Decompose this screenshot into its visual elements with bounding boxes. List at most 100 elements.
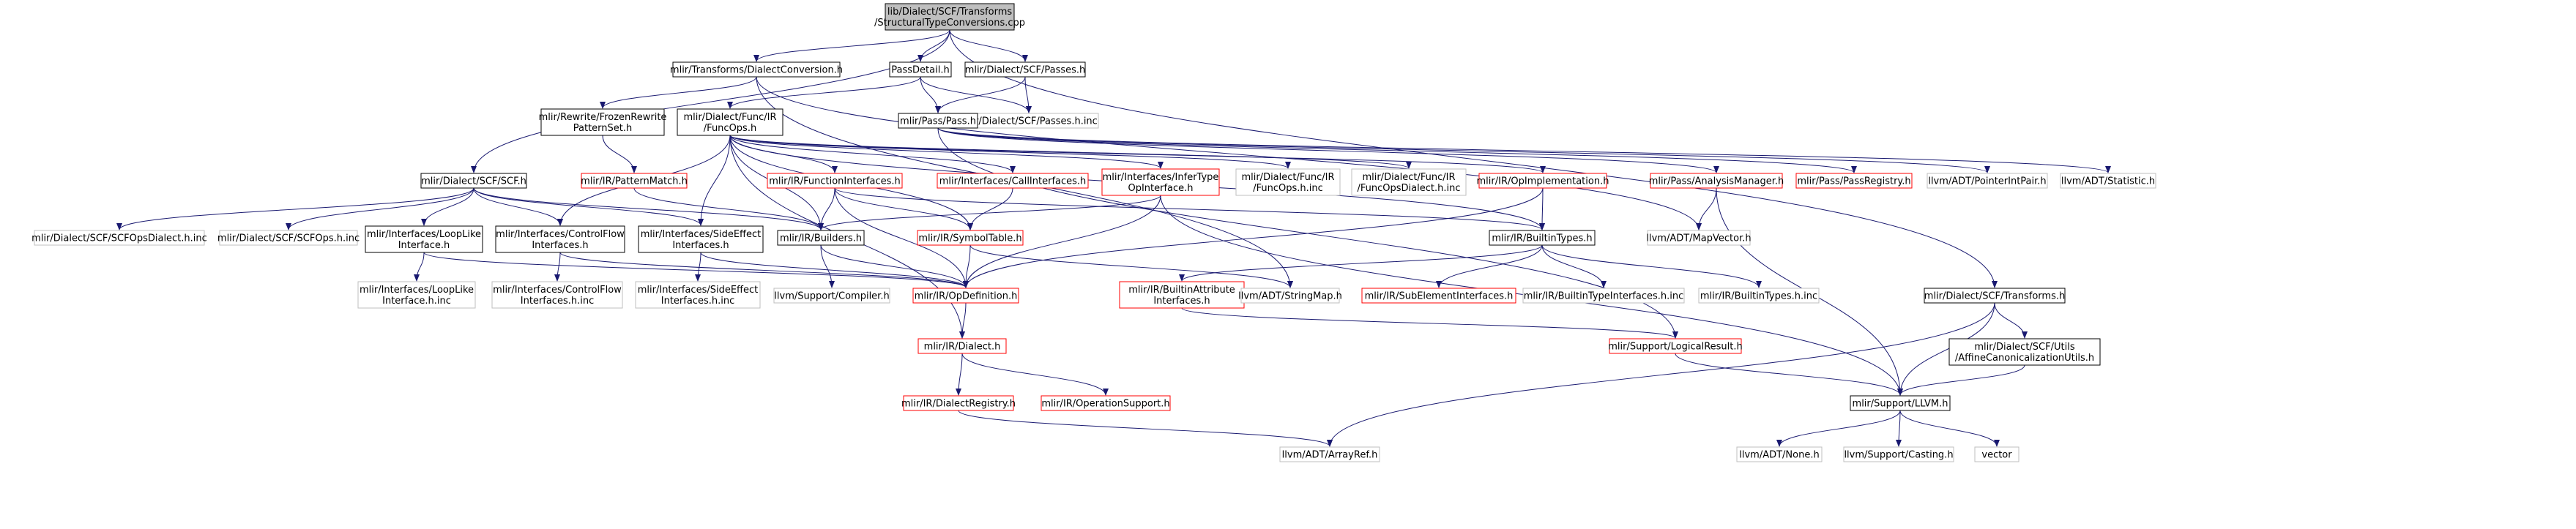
node-builtintypesinc[interactable]: mlir/IR/BuiltinTypes.h.inc [1698,288,1820,304]
node-pointerintpair[interactable]: llvm/ADT/PointerIntPair.h [1927,173,2048,189]
node-dialectregistry[interactable]: mlir/IR/DialectRegistry.h [901,395,1016,411]
node-box-llvmh [1850,395,1951,411]
node-box-scfpasses [964,61,1086,78]
edge-symboltable-to-stringmap [969,244,1293,288]
edge-affinecanon-to-llvmh [1897,364,2025,396]
edge-scfh-to-sideeffect [473,187,704,226]
node-box-subelement [1361,288,1516,304]
node-label-funcopsdialect-line-0: mlir/Dialect/Func/IR [1362,172,1455,183]
edge-analysismgr-to-mapvector [1696,187,1717,230]
edge-scfh-to-scfopsinc [286,187,474,230]
node-box-arrayref [1279,446,1380,462]
node-compiler[interactable]: llvm/Support/Compiler.h [773,288,890,304]
edge-sideeffect-to-sideeffectinc [695,252,701,282]
node-opimpl[interactable]: mlir/IR/OpImplementation.h [1477,173,1609,189]
node-box-casting [1843,446,1954,462]
node-funciface[interactable]: mlir/IR/FunctionInterfaces.h [767,173,903,189]
edge-looplike-to-looplikeinc [414,252,425,282]
node-sideeffectinc[interactable]: mlir/Interfaces/SideEffectInterfaces.h.i… [635,281,761,309]
node-box-opimpl [1478,173,1607,189]
edge-opimpl-to-builtintypes [1539,187,1546,230]
node-llvmh[interactable]: mlir/Support/LLVM.h [1850,395,1951,411]
edge-funcops-to-sideeffect [698,135,731,226]
node-scfopsdialect[interactable]: mlir/Dialect/SCF/SCFOpsDialect.h.inc [31,230,207,246]
edge-funciface-to-opdefinition [834,187,969,288]
node-opsupport[interactable]: mlir/IR/OperationSupport.h [1041,395,1171,411]
node-label-root-line-0: lib/Dialect/SCF/Transforms [887,7,1013,18]
node-label-statistic-line-0: llvm/ADT/Statistic.h [2061,176,2155,187]
node-logicalresult[interactable]: mlir/Support/LogicalResult.h [1608,338,1743,354]
node-stringmap[interactable]: llvm/ADT/StringMap.h [1238,288,1342,304]
node-label-funcops-line-0: mlir/Dialect/Func/IR [683,112,776,123]
node-box-scfh [420,173,527,189]
node-box-opsupport [1041,395,1171,411]
node-scfpasses[interactable]: mlir/Dialect/SCF/Passes.h [964,61,1086,78]
node-scfpassesinc[interactable]: mlir/Dialect/SCF/Passes.h.inc [958,113,1099,129]
node-funcops[interactable]: mlir/Dialect/Func/IR/FuncOps.h [677,108,783,136]
node-builders[interactable]: mlir/IR/Builders.h [777,230,865,246]
node-label-sideeffectinc-line-1: Interfaces.h.inc [661,296,734,307]
node-box-builders [777,230,865,246]
node-none[interactable]: llvm/ADT/None.h [1736,446,1823,462]
node-builtintypeiface[interactable]: mlir/IR/BuiltinTypeInterfaces.h.inc [1522,288,1685,304]
node-box-infertype [1101,168,1220,196]
node-scfopsinc[interactable]: mlir/Dialect/SCF/SCFOps.h.inc [217,230,360,246]
node-scftransforms[interactable]: mlir/Dialect/SCF/Transforms.h [1924,288,2066,304]
edge-dialectconv-to-mapvector [756,76,1702,230]
edge-passpass-to-analysismgr [937,127,1719,173]
node-controlflowinc[interactable]: mlir/Interfaces/ControlFlowInterfaces.h.… [491,281,623,309]
node-funcopsinc[interactable]: mlir/Dialect/Func/IR/FuncOps.h.inc [1235,168,1341,196]
node-label-irdialect-line-0: mlir/IR/Dialect.h [924,342,1001,353]
edge-controlflow-to-opdefinition [559,252,969,288]
node-irdialect[interactable]: mlir/IR/Dialect.h [917,338,1007,354]
node-vector[interactable]: vector [1974,446,2020,462]
node-box-pointerintpair [1927,173,2048,189]
node-label-sideeffect-line-1: Interfaces.h [672,240,729,251]
node-passregistry[interactable]: mlir/Pass/PassRegistry.h [1795,173,1913,189]
edge-funciface-to-builders [818,187,835,230]
edge-scfpasses-to-scfpassesinc [1024,76,1032,113]
node-analysismgr[interactable]: mlir/Pass/AnalysisManager.h [1649,173,1784,189]
node-label-controlflowinc-line-0: mlir/Interfaces/ControlFlow [493,285,622,296]
node-box-builtintypes [1489,230,1596,246]
node-funcopsdialect[interactable]: mlir/Dialect/Func/IR/FuncOpsDialect.h.in… [1351,168,1467,196]
node-label-pointerintpair-line-0: llvm/ADT/PointerIntPair.h [1928,176,2046,187]
node-symboltable[interactable]: mlir/IR/SymbolTable.h [917,230,1024,246]
edge-root-to-passdetail [917,29,950,62]
node-box-funcopsdialect [1351,168,1467,196]
node-box-symboltable [917,230,1024,246]
node-label-arrayref-line-0: llvm/ADT/ArrayRef.h [1282,450,1378,461]
node-passdetail[interactable]: PassDetail.h [889,61,952,78]
node-label-builders-line-0: mlir/IR/Builders.h [780,233,862,244]
node-scfh[interactable]: mlir/Dialect/SCF/SCF.h [420,173,527,189]
node-statistic[interactable]: llvm/ADT/Statistic.h [2060,173,2156,189]
node-builtintypes[interactable]: mlir/IR/BuiltinTypes.h [1489,230,1596,246]
node-opdefinition[interactable]: mlir/IR/OpDefinition.h [912,288,1019,304]
node-box-builtinattr [1119,281,1245,309]
node-affinecanon[interactable]: mlir/Dialect/SCF/Utils/AffineCanonicaliz… [1948,338,2101,366]
node-label-sideeffectinc-line-0: mlir/Interfaces/SideEffect [638,285,759,296]
node-label-controlflow-line-0: mlir/Interfaces/ControlFlow [496,229,625,240]
node-dialectconv[interactable]: mlir/Transforms/DialectConversion.h [670,61,843,78]
node-box-patternmatch [581,173,688,189]
edge-scfh-to-builders [473,187,824,230]
node-patternmatch[interactable]: mlir/IR/PatternMatch.h [581,173,688,189]
node-arrayref[interactable]: llvm/ADT/ArrayRef.h [1279,446,1380,462]
node-mapvector[interactable]: llvm/ADT/MapVector.h [1646,230,1752,246]
node-label-mapvector-line-0: llvm/ADT/MapVector.h [1646,233,1751,244]
node-calliface[interactable]: mlir/Interfaces/CallInterfaces.h [937,173,1089,189]
node-passpass[interactable]: mlir/Pass/Pass.h [898,113,978,129]
edge-funcops-to-opimpl [729,135,1546,173]
edge-builtintypes-to-builtinattr [1179,244,1543,282]
edge-passpass-to-statistic [937,127,2111,173]
edge-root-to-dialectconv [753,29,950,62]
node-casting[interactable]: llvm/Support/Casting.h [1843,446,1954,462]
node-subelement[interactable]: mlir/IR/SubElementInterfaces.h [1361,288,1516,304]
